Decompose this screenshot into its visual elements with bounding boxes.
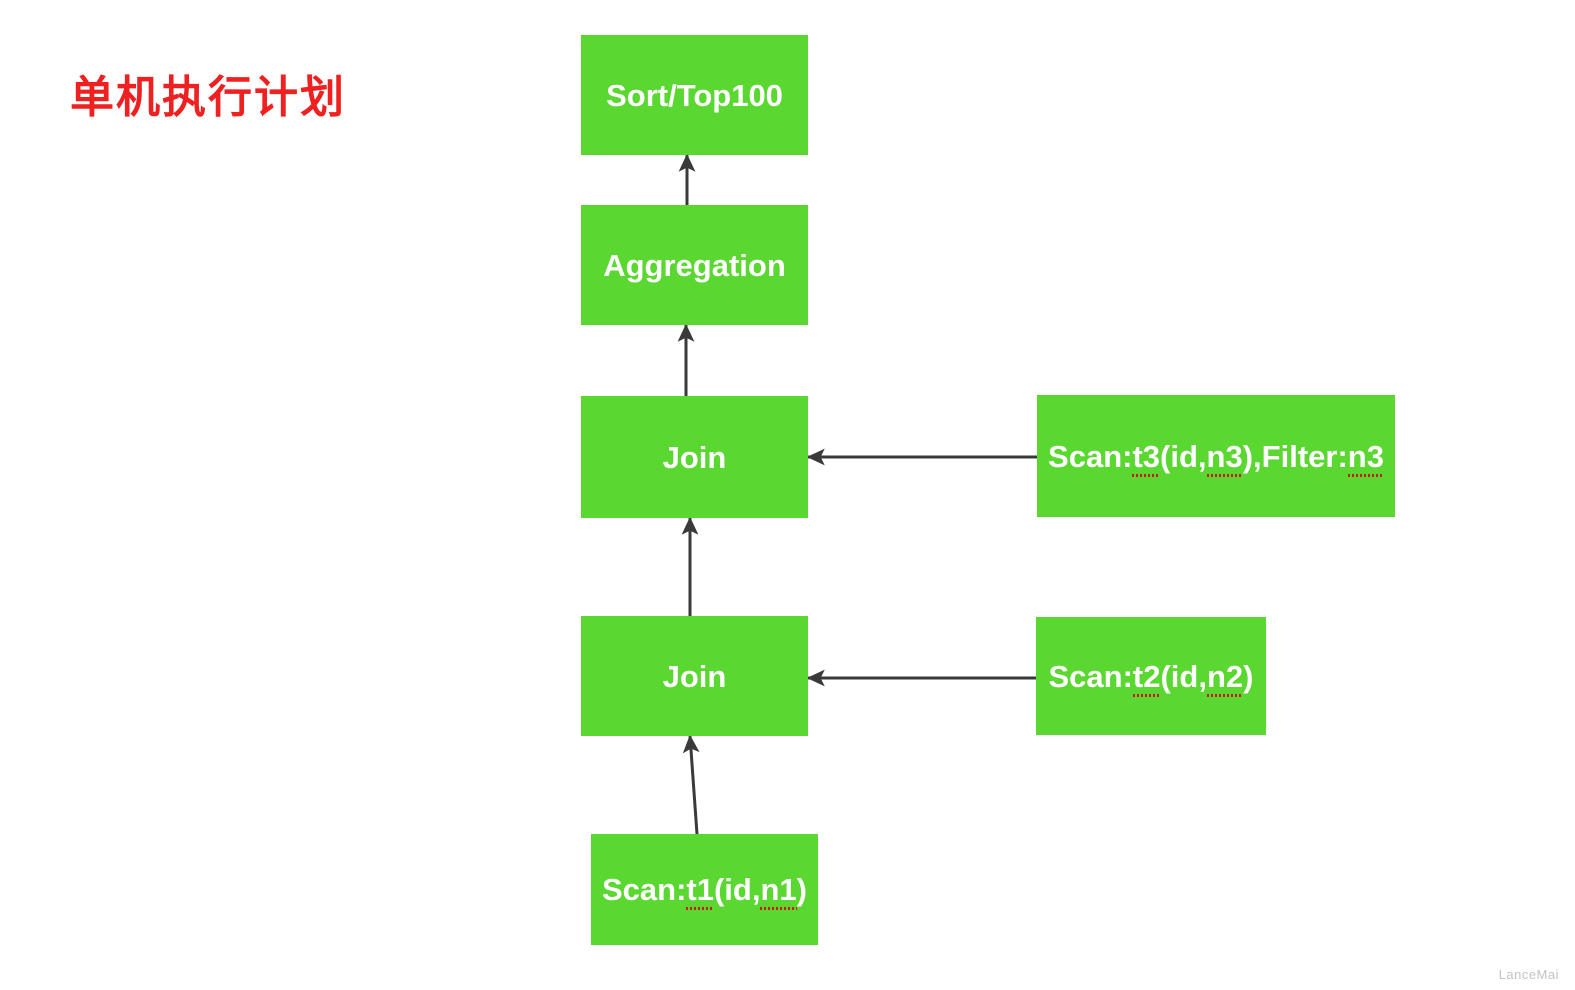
node-scan_t2[interactable]: Scan:t2(id,n2) (1036, 617, 1266, 735)
node-agg[interactable]: Aggregation (581, 205, 808, 325)
node-sort[interactable]: Sort/Top100 (581, 35, 808, 155)
spellcheck-token: t3 (1132, 438, 1161, 477)
watermark: LanceMai (1498, 967, 1559, 982)
node-label: Aggregation (603, 247, 786, 283)
node-label: Scan:t1(id,n1) (601, 872, 807, 910)
spellcheck-token: t2 (1132, 658, 1161, 697)
node-label: Join (662, 658, 727, 694)
spellcheck-token: t1 (686, 872, 714, 910)
node-label: Scan:t3(id,n3),Filter:n3 (1048, 438, 1385, 477)
spellcheck-token: n1 (760, 872, 797, 910)
node-label: Join (662, 439, 727, 475)
edge-scan_t1-to-join1 (682, 734, 700, 835)
spellcheck-token: n3 (1347, 438, 1385, 477)
node-scan_t1[interactable]: Scan:t1(id,n1) (591, 834, 818, 945)
spellcheck-token: n2 (1206, 658, 1244, 697)
page-title: 单机执行计划 (70, 73, 346, 122)
node-label: Sort/Top100 (606, 77, 783, 113)
node-label: Scan:t2(id,n2) (1048, 658, 1254, 697)
node-join1[interactable]: Join (581, 616, 808, 736)
node-join2[interactable]: Join (581, 396, 808, 518)
node-scan_t3[interactable]: Scan:t3(id,n3),Filter:n3 (1037, 395, 1395, 517)
spellcheck-token: n3 (1206, 438, 1243, 477)
